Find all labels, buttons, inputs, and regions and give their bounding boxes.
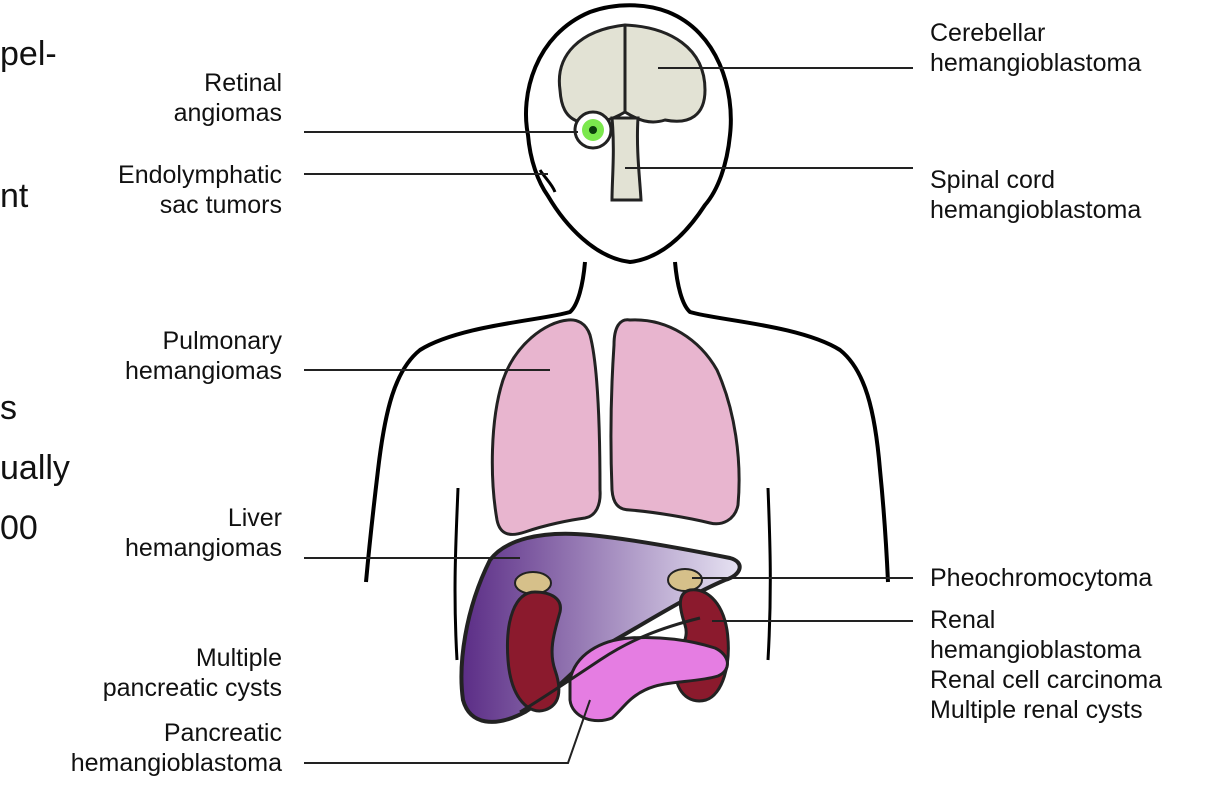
label-line: hemangioblastoma bbox=[930, 635, 1162, 665]
torso-right-side bbox=[768, 488, 770, 660]
label-pancreatic-hemangioblastoma: Pancreatic hemangioblastoma bbox=[71, 718, 282, 778]
label-line: Endolymphatic bbox=[118, 160, 282, 190]
label-line: hemangiomas bbox=[125, 356, 282, 386]
label-line: Pulmonary bbox=[125, 326, 282, 356]
label-line: angiomas bbox=[174, 98, 282, 128]
label-line: Multiple bbox=[103, 643, 282, 673]
label-line: sac tumors bbox=[118, 190, 282, 220]
label-line: hemangioblastoma bbox=[930, 195, 1141, 225]
label-pulmonary-hemangiomas: Pulmonary hemangiomas bbox=[125, 326, 282, 386]
label-spinal-cord-hemangioblastoma: Spinal cord hemangioblastoma bbox=[930, 165, 1141, 225]
label-line: Spinal cord bbox=[930, 165, 1141, 195]
label-line: Liver bbox=[125, 503, 282, 533]
torso-left-side bbox=[455, 488, 458, 660]
label-cerebellar-hemangioblastoma: Cerebellar hemangioblastoma bbox=[930, 18, 1141, 78]
label-line: hemangiomas bbox=[125, 533, 282, 563]
label-retinal-angiomas: Retinal angiomas bbox=[174, 68, 282, 128]
label-line: hemangioblastoma bbox=[930, 48, 1141, 78]
label-line: hemangioblastoma bbox=[71, 748, 282, 778]
brain bbox=[559, 25, 705, 123]
label-line: Renal cell carcinoma bbox=[930, 665, 1162, 695]
label-renal-lesions: Renal hemangioblastoma Renal cell carcin… bbox=[930, 605, 1162, 725]
label-line: pancreatic cysts bbox=[103, 673, 282, 703]
label-endolymphatic-sac-tumors: Endolymphatic sac tumors bbox=[118, 160, 282, 220]
label-line: Pancreatic bbox=[71, 718, 282, 748]
eye-pupil bbox=[589, 126, 597, 134]
label-line: Retinal bbox=[174, 68, 282, 98]
spinal-cord bbox=[612, 118, 641, 200]
right-lung bbox=[611, 320, 739, 524]
label-line: Multiple renal cysts bbox=[930, 695, 1162, 725]
label-liver-hemangiomas: Liver hemangiomas bbox=[125, 503, 282, 563]
label-pheochromocytoma: Pheochromocytoma bbox=[930, 563, 1152, 593]
label-line: Renal bbox=[930, 605, 1162, 635]
label-multiple-pancreatic-cysts: Multiple pancreatic cysts bbox=[103, 643, 282, 703]
label-line: Cerebellar bbox=[930, 18, 1141, 48]
left-lung bbox=[492, 320, 600, 535]
right-adrenal bbox=[668, 569, 702, 591]
label-line: Pheochromocytoma bbox=[930, 563, 1152, 593]
pancreas bbox=[570, 637, 727, 720]
